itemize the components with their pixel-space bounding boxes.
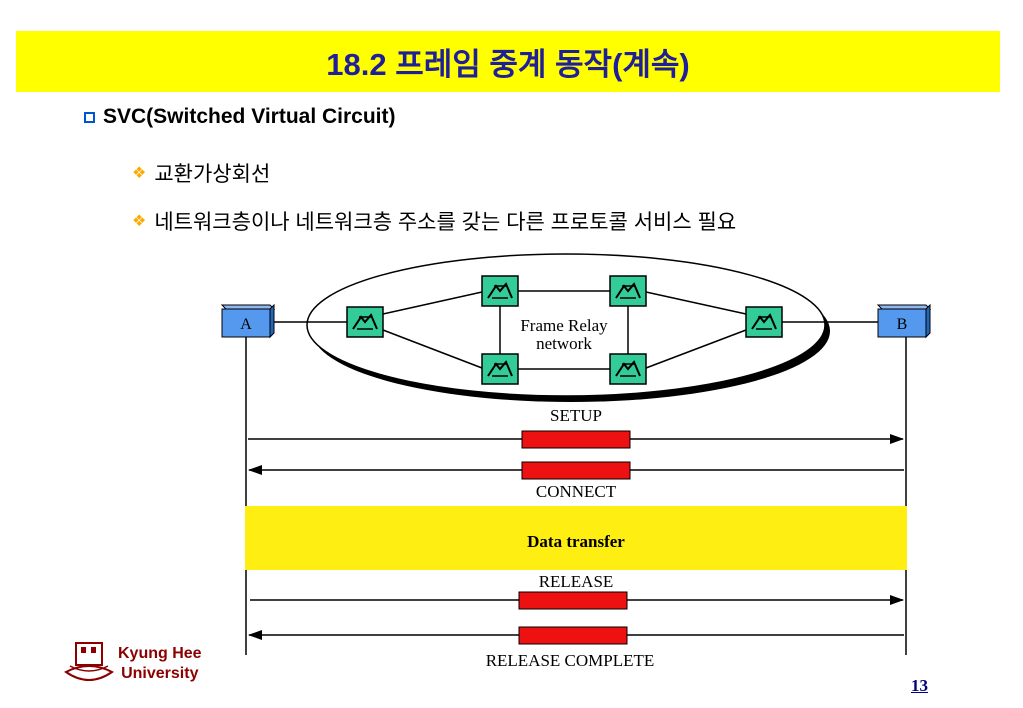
switch-icon bbox=[346, 306, 384, 338]
setup-message-box bbox=[521, 430, 631, 449]
switch-icon bbox=[745, 306, 783, 338]
bullet-switched-vc: ❖ 교환가상회선 bbox=[132, 158, 270, 188]
square-bullet-icon bbox=[84, 111, 95, 123]
bullet-switched-vc-text: 교환가상회선 bbox=[154, 163, 271, 186]
release-message-box bbox=[518, 591, 628, 610]
switch-icon bbox=[481, 275, 519, 307]
release-complete-message-box bbox=[518, 626, 628, 645]
endpoint-b: B bbox=[876, 303, 932, 339]
release-label: RELEASE bbox=[539, 572, 614, 591]
data-transfer-label: Data transfer bbox=[527, 532, 625, 551]
university-name-line1: Kyung Hee bbox=[118, 645, 202, 662]
release-complete-label: RELEASE COMPLETE bbox=[486, 651, 655, 670]
diamond-bullet-icon: ❖ bbox=[132, 213, 147, 230]
bullet-network-layer-text: 네트워크층이나 네트워크층 주소를 갖는 다른 프로토콜 서비스 필요 bbox=[154, 211, 737, 234]
title-bar: 18.2 프레임 중계 동작(계속) bbox=[16, 31, 1000, 92]
network-label-line1: Frame Relay bbox=[520, 316, 608, 335]
switch-icon bbox=[481, 353, 519, 385]
slide-title: 18.2 프레임 중계 동작(계속) bbox=[326, 47, 690, 82]
university-logo-icon bbox=[64, 642, 114, 681]
setup-label: SETUP bbox=[550, 406, 602, 425]
switch-icon bbox=[609, 353, 647, 385]
bullet-svc-text: SVC(Switched Virtual Circuit) bbox=[103, 105, 396, 128]
university-name-line2: University bbox=[121, 665, 199, 682]
connect-message-box bbox=[521, 461, 631, 480]
endpoint-b-label: B bbox=[897, 316, 908, 333]
endpoint-a-label: A bbox=[240, 316, 252, 333]
endpoint-a: A bbox=[220, 303, 276, 339]
data-transfer-band bbox=[245, 506, 907, 570]
network-links bbox=[272, 290, 878, 370]
network-label-line2: network bbox=[536, 334, 592, 353]
frame-relay-network-ellipse bbox=[306, 253, 826, 397]
bullet-svc: SVC(Switched Virtual Circuit) bbox=[84, 105, 396, 129]
diamond-bullet-icon: ❖ bbox=[132, 165, 147, 182]
page-number: 13 bbox=[911, 676, 928, 695]
university-name: Kyung Hee University bbox=[118, 644, 202, 684]
connect-label: CONNECT bbox=[536, 482, 617, 501]
switch-icon bbox=[609, 275, 647, 307]
bullet-network-layer: ❖ 네트워크층이나 네트워크층 주소를 갖는 다른 프로토콜 서비스 필요 bbox=[132, 206, 736, 236]
